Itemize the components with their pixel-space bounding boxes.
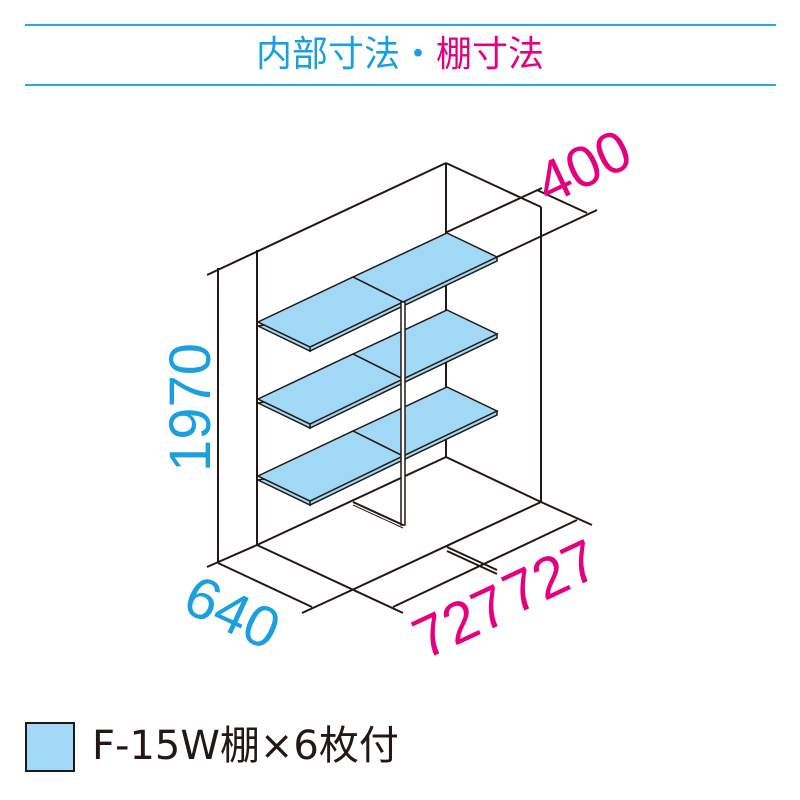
title: 内部寸法・棚寸法 <box>0 30 800 80</box>
title-shelf-dimensions: 棚寸法 <box>436 34 545 75</box>
dimension-shelf-depth: 400 <box>526 117 641 217</box>
center-post <box>352 301 406 529</box>
shelves <box>255 232 499 507</box>
dimension-height: 1970 <box>158 343 223 472</box>
title-internal-dimensions: 内部寸法・ <box>255 34 436 75</box>
dimension-width-right: 727 <box>493 527 608 627</box>
legend-shelf-swatch <box>25 722 75 772</box>
title-rule-top <box>25 24 776 26</box>
legend-text: F-15W棚×6枚付 <box>92 723 399 769</box>
title-rule-bottom <box>25 84 776 86</box>
storage-frame <box>206 162 598 614</box>
dimension-depth: 640 <box>175 563 290 663</box>
